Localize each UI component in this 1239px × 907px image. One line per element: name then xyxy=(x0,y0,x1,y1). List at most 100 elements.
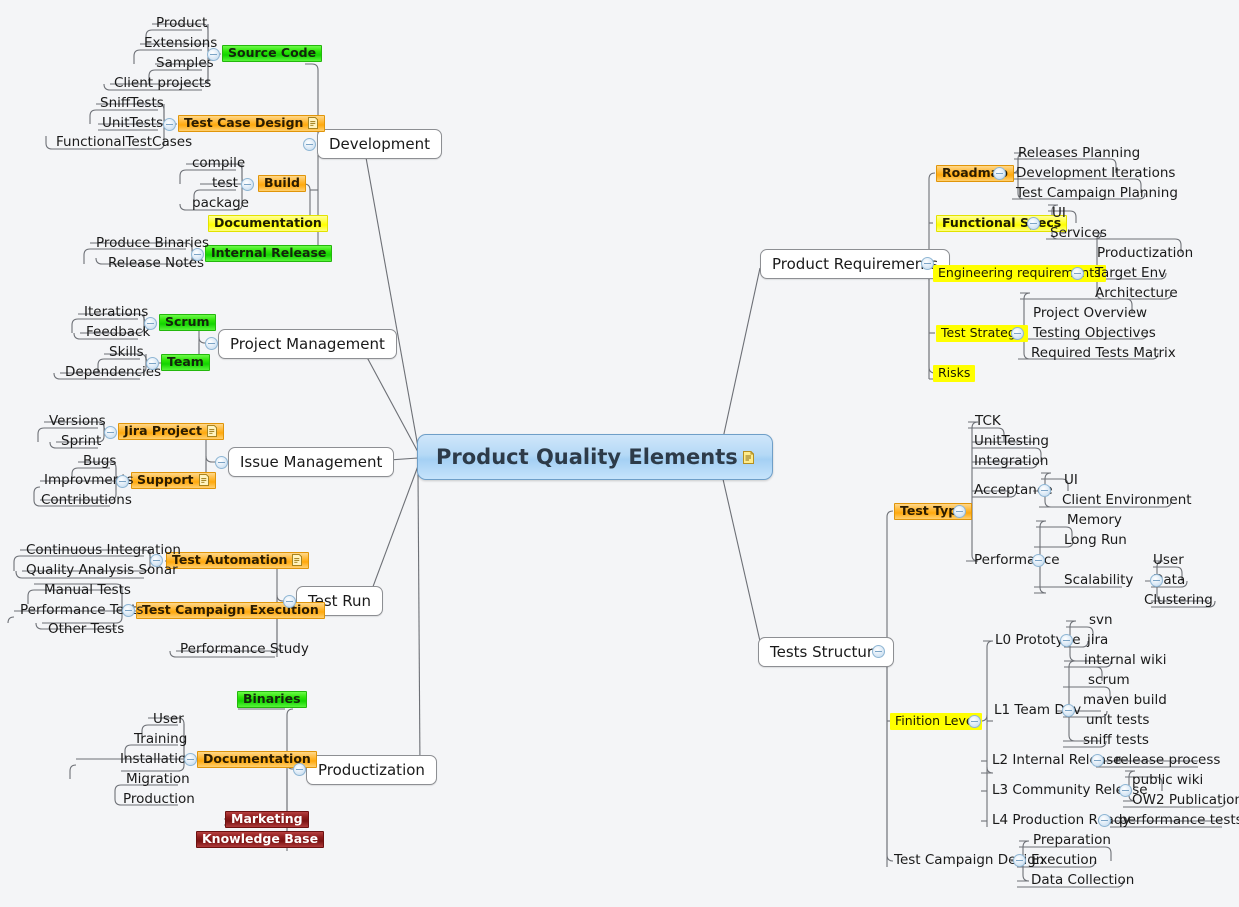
node-releases-planning[interactable]: Releases Planning xyxy=(1014,145,1144,163)
node-productization-req[interactable]: Productization xyxy=(1093,245,1197,263)
node-l1-team-dev[interactable]: L1 Team Dev xyxy=(990,702,1085,720)
collapse-minus-icon-documentation-prod[interactable] xyxy=(184,753,197,766)
node-client-projects[interactable]: Client projects xyxy=(110,75,215,93)
node-documentation-prod[interactable]: Documentation xyxy=(197,751,317,768)
collapse-minus-icon-productization[interactable] xyxy=(293,763,306,776)
collapse-minus-icon-functional-specs[interactable] xyxy=(1027,217,1040,230)
node-marketing[interactable]: Marketing xyxy=(225,811,309,828)
collapse-minus-icon-test-case-design[interactable] xyxy=(163,118,176,131)
collapse-minus-icon-product-requirements[interactable] xyxy=(921,257,934,270)
node-execution[interactable]: Execution xyxy=(1027,852,1101,870)
node-versions[interactable]: Versions xyxy=(45,413,110,431)
node-feedback[interactable]: Feedback xyxy=(82,324,154,342)
node-production[interactable]: Production xyxy=(119,791,199,809)
collapse-minus-icon-internal-release[interactable] xyxy=(191,248,204,261)
collapse-minus-icon-development[interactable] xyxy=(303,138,316,151)
note-icon[interactable] xyxy=(308,117,319,130)
node-internal-release[interactable]: Internal Release xyxy=(205,245,333,262)
node-dependencies[interactable]: Dependencies xyxy=(61,364,165,382)
node-release-notes[interactable]: Release Notes xyxy=(104,255,208,273)
node-functionaltestcases[interactable]: FunctionalTestCases xyxy=(52,134,196,152)
node-architecture[interactable]: Architecture xyxy=(1091,285,1182,303)
note-icon[interactable] xyxy=(742,450,754,464)
node-user-scale[interactable]: User xyxy=(1149,552,1188,570)
collapse-minus-icon-l4-production-ready[interactable] xyxy=(1098,814,1111,827)
node-scalability[interactable]: Scalability xyxy=(1060,572,1137,590)
collapse-minus-icon-performance[interactable] xyxy=(1032,554,1045,567)
node-required-tests-matrix[interactable]: Required Tests Matrix xyxy=(1027,345,1180,363)
node-scrum-l1[interactable]: scrum xyxy=(1084,672,1134,690)
node-training[interactable]: Training xyxy=(130,731,191,749)
node-sprint[interactable]: Sprint xyxy=(57,433,105,451)
node-continuous-integration[interactable]: Continuous Integration xyxy=(22,542,185,560)
collapse-minus-icon-scalability[interactable] xyxy=(1150,574,1163,587)
node-skills[interactable]: Skills xyxy=(105,344,148,362)
collapse-minus-icon-source-code[interactable] xyxy=(207,48,220,61)
node-jira[interactable]: jira xyxy=(1083,632,1112,650)
collapse-minus-icon-scrum[interactable] xyxy=(144,317,157,330)
node-acceptance[interactable]: Acceptance xyxy=(970,482,1057,500)
node-manual-tests[interactable]: Manual Tests xyxy=(40,582,135,600)
node-build[interactable]: Build xyxy=(258,175,306,192)
collapse-minus-icon-engineering-requirements[interactable] xyxy=(1071,267,1084,280)
branch-productization[interactable]: Productization xyxy=(306,755,437,785)
collapse-minus-icon-l1-team-dev[interactable] xyxy=(1062,704,1075,717)
node-source-code[interactable]: Source Code xyxy=(222,45,323,62)
node-team[interactable]: Team xyxy=(161,354,210,371)
collapse-minus-icon-l2-internal-release[interactable] xyxy=(1091,754,1104,767)
collapse-minus-icon-test-campaign-execution[interactable] xyxy=(122,604,135,617)
node-risks[interactable]: Risks xyxy=(933,365,976,382)
node-performance-study[interactable]: Performance Study xyxy=(176,641,313,659)
node-bugs[interactable]: Bugs xyxy=(79,453,120,471)
collapse-minus-icon-test-strategy[interactable] xyxy=(1011,327,1024,340)
node-services[interactable]: Services xyxy=(1046,225,1111,243)
node-test-strategy[interactable]: Test Strategy xyxy=(936,325,1029,342)
branch-product-requirements[interactable]: Product Requirements xyxy=(760,249,951,279)
collapse-minus-icon-acceptance[interactable] xyxy=(1038,484,1051,497)
collapse-minus-icon-build[interactable] xyxy=(241,178,254,191)
node-documentation-dev[interactable]: Documentation xyxy=(208,215,328,232)
node-test-campaign-execution[interactable]: Test Campaign Execution xyxy=(136,602,325,619)
node-samples[interactable]: Samples xyxy=(152,55,218,73)
node-performance-tests-l4[interactable]: performance tests xyxy=(1115,812,1239,830)
node-jira-project[interactable]: Jira Project xyxy=(118,423,224,440)
node-ui-specs[interactable]: UI xyxy=(1048,205,1070,223)
collapse-minus-icon-l0-prototype[interactable] xyxy=(1060,634,1073,647)
collapse-minus-icon-tests-structure[interactable] xyxy=(872,645,885,658)
node-public-wiki[interactable]: public wiki xyxy=(1128,772,1207,790)
node-l2-internal-release[interactable]: L2 Internal Release xyxy=(988,752,1125,770)
node-scrum[interactable]: Scrum xyxy=(159,314,216,331)
node-contributions[interactable]: Contributions xyxy=(37,492,136,510)
collapse-minus-icon-project-management[interactable] xyxy=(205,337,218,350)
node-finition-level[interactable]: Finition Level xyxy=(890,713,983,730)
node-binaries[interactable]: Binaries xyxy=(237,691,307,708)
node-test-campaign-design[interactable]: Test Campaign Design xyxy=(890,852,1048,870)
note-icon[interactable] xyxy=(198,474,210,487)
node-tck[interactable]: TCK xyxy=(971,413,1005,431)
node-l3-community-release[interactable]: L3 Community Release xyxy=(988,782,1152,800)
collapse-minus-icon-jira-project[interactable] xyxy=(104,426,117,439)
branch-project-management[interactable]: Project Management xyxy=(218,329,397,359)
node-l0-prototype[interactable]: L0 Prototype xyxy=(991,632,1085,650)
node-project-overview[interactable]: Project Overview xyxy=(1029,305,1151,323)
node-testing-objectives[interactable]: Testing Objectives xyxy=(1029,325,1160,343)
node-quality-analysis-sonar[interactable]: Quality Analysis Sonar xyxy=(22,562,182,580)
branch-issue-management[interactable]: Issue Management xyxy=(228,447,395,477)
node-migration[interactable]: Migration xyxy=(122,771,194,789)
root-node[interactable]: Product Quality Elements xyxy=(417,434,773,480)
node-engineering-requirements[interactable]: Engineering requirements xyxy=(933,265,1106,282)
node-performance-tests[interactable]: Performance Tests xyxy=(16,602,147,620)
node-development-iterations[interactable]: Development Iterations xyxy=(1012,165,1179,183)
node-produce-binaries[interactable]: Produce Binaries xyxy=(92,235,213,253)
node-ow2-publication[interactable]: OW2 Publication xyxy=(1128,792,1239,810)
node-unittesting[interactable]: UnitTesting xyxy=(970,433,1053,451)
node-user-prod[interactable]: User xyxy=(149,711,188,729)
collapse-minus-icon-test-type[interactable] xyxy=(953,505,966,518)
node-performance[interactable]: Performance xyxy=(970,552,1064,570)
node-unittests[interactable]: UnitTests xyxy=(98,115,167,133)
collapse-minus-icon-test-run[interactable] xyxy=(283,595,296,608)
node-svn[interactable]: svn xyxy=(1085,612,1117,630)
node-test-type[interactable]: Test Type xyxy=(894,503,972,520)
node-release-process[interactable]: release process xyxy=(1111,752,1224,770)
collapse-minus-icon-issue-management[interactable] xyxy=(215,456,228,469)
